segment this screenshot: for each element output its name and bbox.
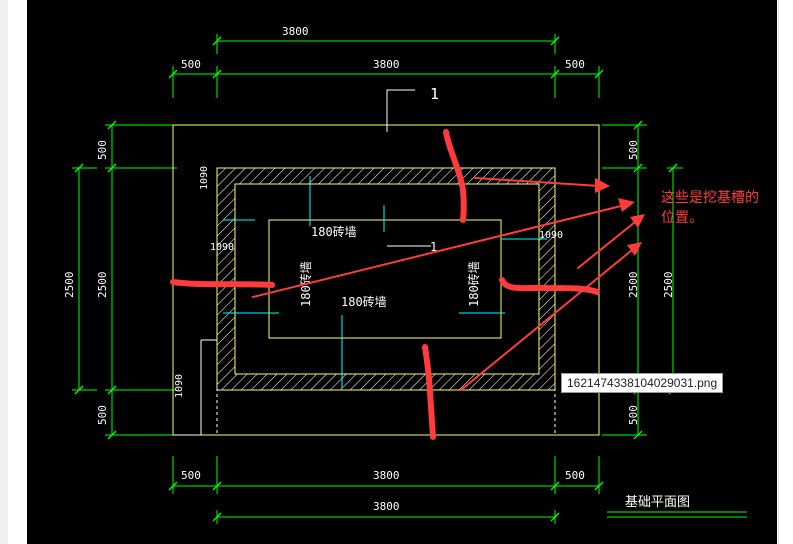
stroke-left <box>170 279 275 288</box>
dim-left-overall: 2500 <box>63 272 76 299</box>
section-mark-inner: 1 <box>430 240 437 254</box>
dim-left-bottom: 500 <box>96 405 109 425</box>
trench-label-top: 180砖墙 <box>311 224 357 239</box>
wall-outer-edge <box>216 167 556 391</box>
dim-top-right: 500 <box>565 58 585 71</box>
markup-arrows <box>252 177 645 391</box>
dimension-texts: 3800 500 3800 500 500 3800 500 3800 500 … <box>63 25 675 513</box>
dim-inner-bottom: 1090 <box>174 374 185 398</box>
wall-inner-edge <box>234 183 540 375</box>
dimension-ticks <box>74 36 678 522</box>
annotation-line-2: 位置。 <box>661 209 703 225</box>
viewer-right-strip <box>778 0 793 544</box>
dim-right-mid: 2500 <box>627 272 640 299</box>
dim-inner-right: 1090 <box>539 230 563 241</box>
section-mark-texts: 1 1 <box>430 85 439 254</box>
dim-inner-top: 1090 <box>199 166 210 190</box>
stroke-right <box>499 277 600 295</box>
dim-top-left: 500 <box>181 58 201 71</box>
dim-top-mid: 3800 <box>373 58 400 71</box>
stroke-bottom <box>422 344 436 440</box>
stroke-top <box>443 129 467 223</box>
dim-right-overall: 2500 <box>662 272 675 299</box>
filename-tooltip: 1621474338104029031.png <box>561 373 724 393</box>
dim-right-top: 500 <box>627 140 640 160</box>
dim-bottom-right: 500 <box>565 469 585 482</box>
drawing-canvas[interactable]: 3800 500 3800 500 500 3800 500 3800 500 … <box>27 0 777 544</box>
dim-inner-left: 1090 <box>210 242 234 253</box>
dim-bottom-mid: 3800 <box>373 469 400 482</box>
dim-top-overall: 3800 <box>282 25 309 38</box>
trench-label-right: 180砖墙 <box>466 261 481 307</box>
annotation-line-1: 这些是挖基槽的 <box>661 189 759 205</box>
foundation-plan-drawing: 3800 500 3800 500 500 3800 500 3800 500 … <box>63 25 759 524</box>
trench-label-center: 180砖墙 <box>341 294 387 309</box>
trench-brush-strokes <box>170 129 600 440</box>
dim-left-top: 500 <box>96 140 109 160</box>
dim-right-bottom: 500 <box>627 405 640 425</box>
dim-bottom-left: 500 <box>181 469 201 482</box>
dimension-lines <box>72 34 747 524</box>
section-mark-top: 1 <box>430 85 439 103</box>
dim-bottom-overall: 3800 <box>373 500 400 513</box>
section-lines <box>173 89 556 436</box>
annotation-text: 这些是挖基槽的 位置。 <box>661 189 759 225</box>
viewer-left-strip <box>0 0 8 544</box>
drawing-title: 基础平面图 <box>625 495 690 510</box>
trench-label-texts: 180砖墙 180砖墙 180砖墙 180砖墙 <box>298 224 481 309</box>
axis-lines <box>223 176 547 388</box>
dim-left-mid: 2500 <box>96 272 109 299</box>
